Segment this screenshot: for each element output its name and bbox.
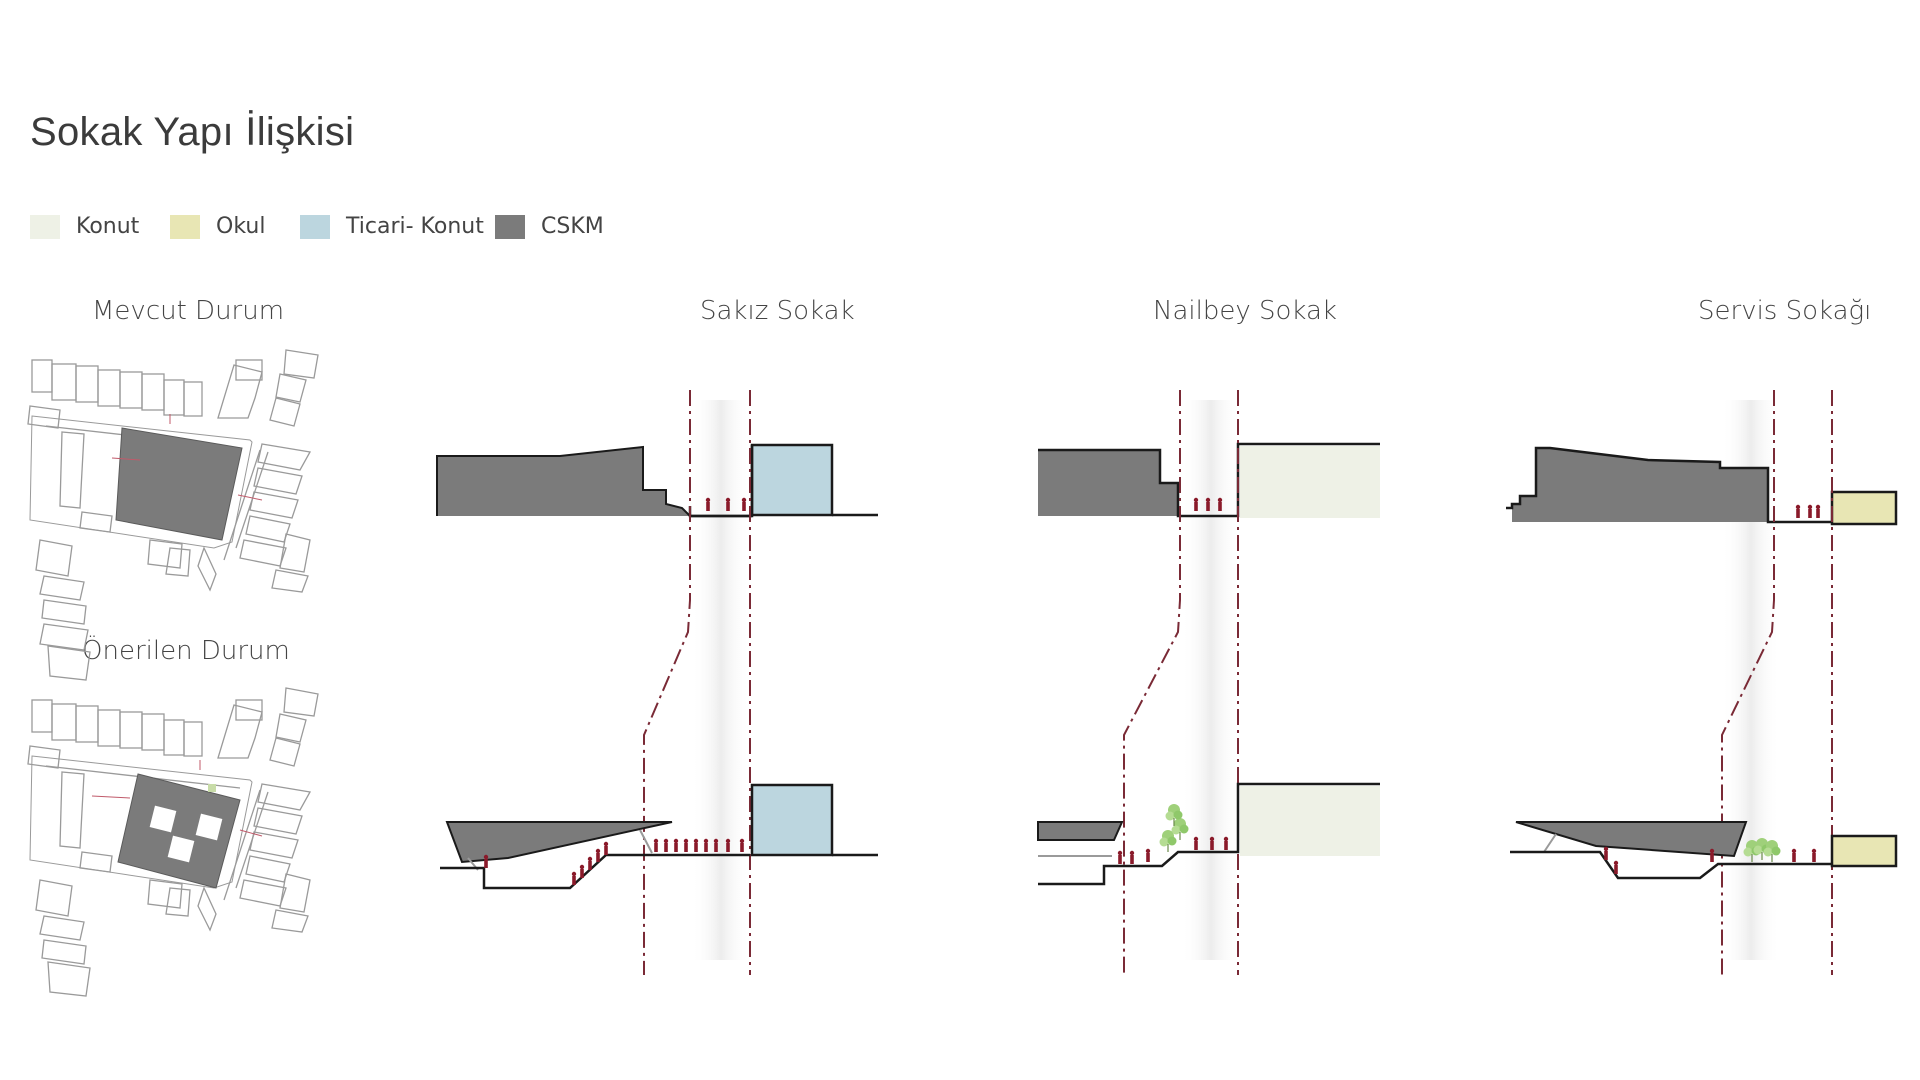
legend-label-okul: Okul: [216, 214, 266, 239]
legend-item-konut: Konut: [30, 214, 139, 239]
site-plan-current: [27, 349, 319, 681]
cskm-block-nailbey-proposed: [1037, 821, 1124, 841]
plan-proposed-title: Önerilen Durum: [82, 636, 290, 666]
cskm-block-sakiz-proposed: [445, 821, 673, 864]
legend-label-ticari-konut: Ticari- Konut: [346, 214, 484, 239]
cskm-block-servis-current: [1512, 448, 1768, 522]
section-title-nailbey: Nailbey Sokak: [1153, 296, 1337, 326]
legend-swatch-cskm: [495, 214, 525, 239]
legend-item-ticari-konut: Ticari- Konut: [300, 214, 484, 239]
section-title-sakiz: Sakız Sokak: [700, 296, 855, 326]
konut-block-nailbey-current: [1240, 446, 1380, 518]
section-servis: [1506, 390, 1898, 975]
cskm-block-servis-proposed: [1515, 821, 1748, 858]
plan-current-title: Mevcut Durum: [92, 296, 285, 326]
okul-block-servis-current: [1830, 490, 1898, 526]
cskm-block-nailbey-current: [1038, 450, 1178, 516]
street-axis-nailbey-left: [1123, 390, 1181, 975]
page-title: Sokak Yapı İlişkisi: [30, 110, 355, 154]
legend: Konut Okul Ticari- Konut CSKM: [0, 214, 700, 254]
legend-swatch-okul: [170, 214, 200, 239]
legend-item-okul: Okul: [170, 214, 265, 239]
street-axis-sakiz-left: [643, 390, 691, 975]
ticari-block-sakiz-current: [750, 443, 834, 517]
street-zone-sakiz-top: [692, 400, 750, 960]
legend-label-cskm: CSKM: [541, 214, 604, 239]
section-nailbey: [1037, 390, 1380, 975]
section-title-servis: Servis Sokağı: [1698, 296, 1872, 326]
konut-block-nailbey-proposed: [1240, 786, 1380, 856]
site-plan-proposed: [27, 687, 319, 997]
street-axis-servis-left: [1721, 390, 1775, 975]
legend-item-cskm: CSKM: [495, 214, 604, 239]
cskm-block-sakiz-current: [437, 447, 690, 516]
ticari-block-sakiz-proposed: [750, 783, 834, 857]
section-sakiz: [436, 390, 878, 975]
legend-swatch-ticari-konut: [300, 214, 330, 239]
legend-label-konut: Konut: [76, 214, 140, 239]
legend-swatch-konut: [30, 214, 60, 239]
okul-block-servis-proposed: [1830, 834, 1898, 868]
